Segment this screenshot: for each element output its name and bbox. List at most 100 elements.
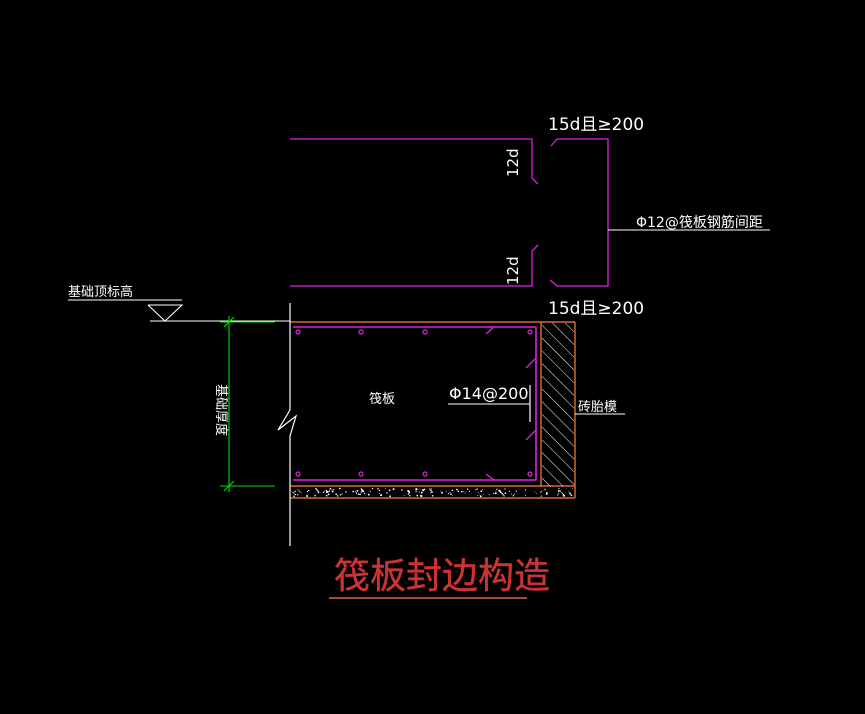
cushion-dot (418, 491, 420, 493)
cushion-dot (325, 494, 328, 497)
cushion-dot (416, 494, 419, 497)
cushion-dot (524, 489, 527, 491)
cushion-dot (318, 492, 320, 493)
cushion-dot (380, 494, 383, 497)
cushion-dot (481, 489, 484, 491)
cushion-dot (324, 490, 326, 492)
lower-rebar-left-part (290, 244, 539, 287)
break-line (277, 303, 298, 546)
cushion-dot (513, 493, 515, 495)
cushion-dot (429, 492, 431, 494)
cushion-dot (361, 490, 364, 492)
cushion-dot (341, 493, 343, 495)
cushion-dot (403, 494, 405, 496)
cushion-dot (317, 490, 319, 492)
cushion-dot (385, 488, 387, 490)
cushion-dot (479, 495, 482, 498)
thickness-dimension (220, 316, 275, 492)
cushion-dot (408, 490, 410, 493)
cushion-dot (332, 489, 334, 491)
cushion-dot (379, 492, 381, 494)
cushion-dot (367, 493, 370, 496)
cushion-dot (468, 490, 471, 493)
rebar-dots (295, 329, 533, 477)
cushion-dot (430, 489, 432, 492)
foundation-thickness-label: 基础厚度 (213, 384, 229, 436)
cushion-dot (451, 489, 454, 491)
rebar-hooks (485, 326, 537, 481)
cushion-dot (557, 489, 560, 492)
upper-edge-rebar (290, 138, 609, 287)
cushion-dot (447, 493, 450, 495)
edge-bar-spec-label: Φ12@筏板钢筋间距 (636, 214, 763, 231)
brick-formwork-hatch (542, 323, 574, 486)
cushion-dot (543, 490, 545, 492)
cushion-dot (558, 487, 560, 490)
cushion-dot (297, 489, 299, 491)
cushion-dot (501, 492, 504, 495)
cushion-dot (570, 494, 573, 497)
cushion-dot (512, 495, 515, 497)
cushion-dot (431, 494, 434, 497)
cushion-dot (480, 490, 483, 493)
cushion-dot (477, 494, 479, 497)
cushion-dot (421, 494, 423, 496)
cushion-dot (504, 492, 507, 495)
cushion-dot (331, 490, 334, 493)
cushion-dot (294, 490, 296, 493)
cushion-dot (445, 490, 447, 492)
cushion-dot (355, 492, 358, 494)
raft-rebar-cage (293, 326, 537, 481)
cushion-dot (430, 488, 432, 490)
cushion-dot (345, 491, 347, 493)
cushion-dot (515, 490, 517, 492)
brick-formwork-label: 砖胎模 (578, 400, 617, 415)
cushion-dot (300, 492, 302, 494)
foundation-top-elevation-label: 基础顶标高 (68, 284, 133, 300)
cushion-dot (355, 491, 356, 493)
cushion-dot (339, 494, 342, 496)
cushion-dot (329, 487, 332, 490)
cushion-dot (336, 495, 339, 497)
cushion-dot (293, 493, 295, 494)
upper-rebar-right-part (549, 138, 609, 287)
cushion-dot (478, 493, 480, 495)
drawing-title: 筏板封边构造 (334, 556, 550, 597)
cushion-dot (389, 495, 391, 498)
cushion-dot (496, 488, 498, 490)
cushion-dot (294, 493, 297, 496)
cushion-dot (322, 491, 325, 493)
cushion-dot (557, 494, 559, 496)
cushion-dot (504, 488, 506, 490)
cushion-dot (440, 490, 442, 492)
cushion-dot (457, 490, 460, 493)
cushion-dot (502, 494, 504, 496)
cushion-dot (292, 491, 294, 494)
cushion-dot (558, 492, 560, 494)
cushion-dot (415, 488, 418, 491)
cushion-dot (356, 490, 358, 492)
cushion-dot (561, 492, 563, 494)
hook-lower-label: 12d (504, 256, 522, 285)
cushion-dot (561, 492, 563, 494)
cushion-dot (441, 491, 444, 494)
cushion-dot (306, 490, 309, 493)
cushion-dot (392, 488, 395, 491)
raft-slab-outline (290, 321, 576, 499)
cushion-dot (483, 493, 485, 495)
cushion-dot (540, 495, 542, 497)
cushion-dot (569, 493, 571, 495)
cushion-dot (359, 493, 361, 496)
cushion-dot (463, 491, 465, 493)
cushion-dot (325, 489, 328, 492)
cushion-dot (500, 491, 502, 494)
cushion-dot (363, 492, 366, 495)
cushion-dot (357, 493, 359, 495)
bottom-lap-label: 15d且≥200 (548, 299, 644, 319)
cushion-dot (495, 490, 497, 492)
cushion-dot (360, 491, 362, 493)
elevation-symbol (68, 299, 290, 322)
cushion-dot (431, 491, 433, 493)
cushion-dot (475, 489, 477, 491)
cushion-dot (540, 491, 542, 493)
